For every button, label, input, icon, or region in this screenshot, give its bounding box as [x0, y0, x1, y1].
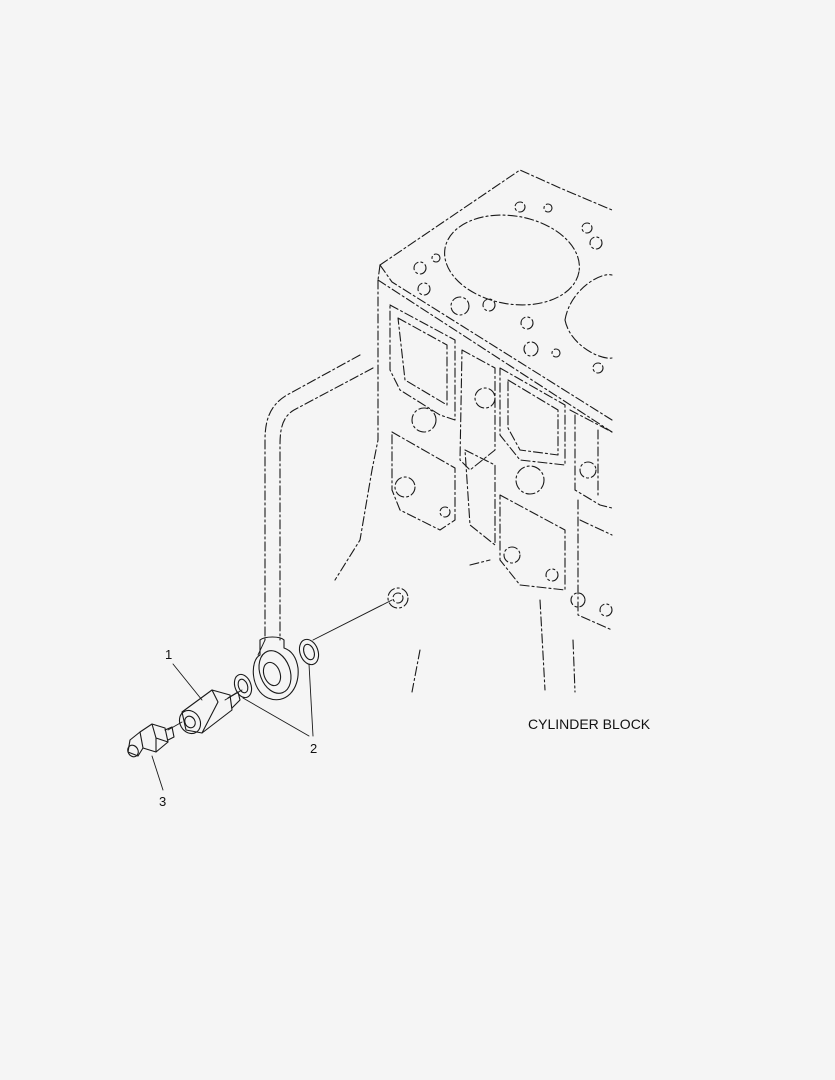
- sealing-washer-left: [233, 673, 253, 699]
- callout-3: 3: [159, 794, 167, 809]
- adapter-fitting: [178, 689, 241, 735]
- oil-pressure-switch: [127, 723, 175, 758]
- callout-leaders: [151, 663, 314, 791]
- sealing-washer-right: [298, 638, 320, 666]
- banjo-fitting: [252, 636, 299, 701]
- callout-2: 2: [310, 741, 318, 756]
- cylinder-block-label: CYLINDER BLOCK: [528, 716, 651, 732]
- callout-1: 1: [165, 647, 173, 662]
- cylinder-block-outline: [264, 169, 613, 693]
- assembly-lines: [167, 599, 393, 731]
